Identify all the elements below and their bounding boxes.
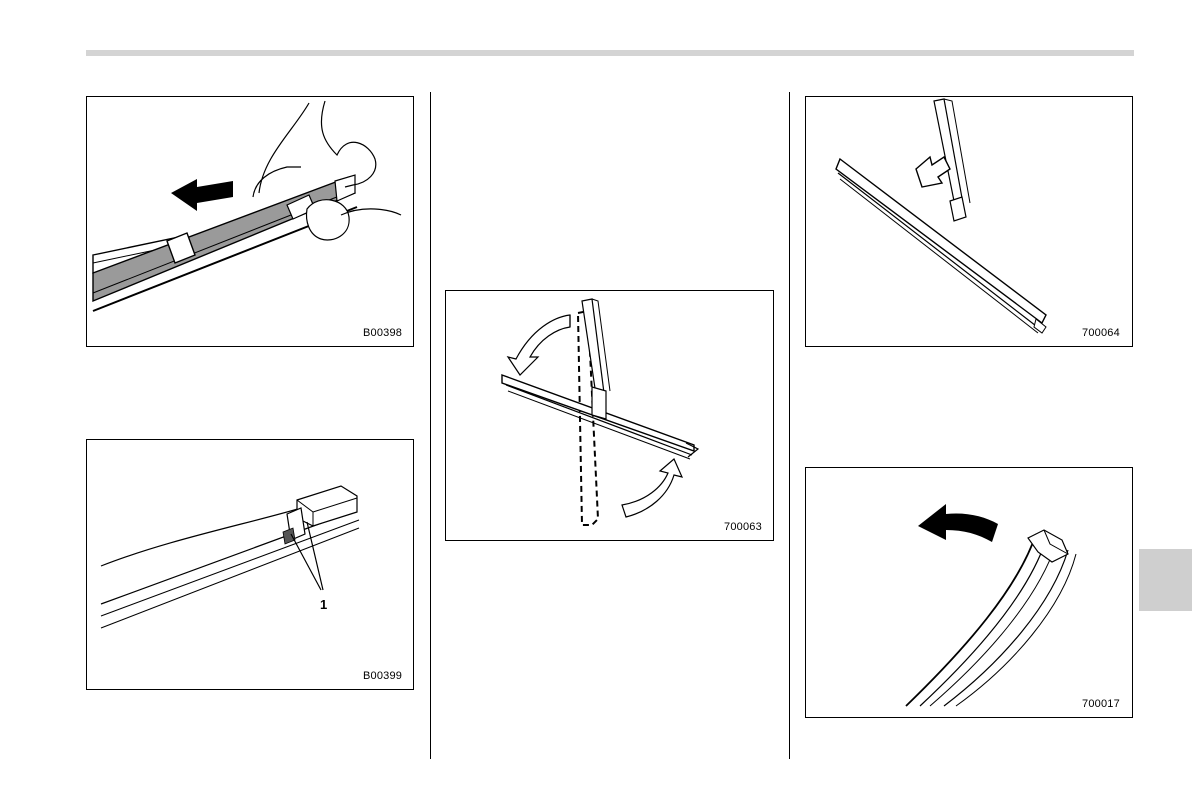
figure-clip-detail: 1 B00399: [86, 439, 414, 690]
blade-removal-illustration: [87, 97, 414, 347]
figure-blade-removal: B00398: [86, 96, 414, 347]
figure-blade-attach: 700064: [805, 96, 1133, 347]
blade-attach-illustration: [806, 97, 1133, 347]
section-index-tab: [1139, 549, 1192, 611]
figure-code: 700064: [1082, 327, 1120, 339]
blade-rubber-illustration: [806, 468, 1133, 718]
figure-code: 700063: [724, 521, 762, 533]
callout-label: 1: [320, 597, 327, 612]
figure-code: B00399: [363, 670, 402, 682]
figure-blade-rotation: 700063: [445, 290, 774, 541]
header-rule: [86, 50, 1134, 56]
clip-detail-illustration: [87, 440, 414, 690]
figure-code: B00398: [363, 327, 402, 339]
blade-rotation-illustration: [446, 291, 774, 541]
figure-blade-rubber: 700017: [805, 467, 1133, 718]
column-divider-right: [789, 92, 790, 759]
figure-code: 700017: [1082, 698, 1120, 710]
column-divider-left: [430, 92, 431, 759]
